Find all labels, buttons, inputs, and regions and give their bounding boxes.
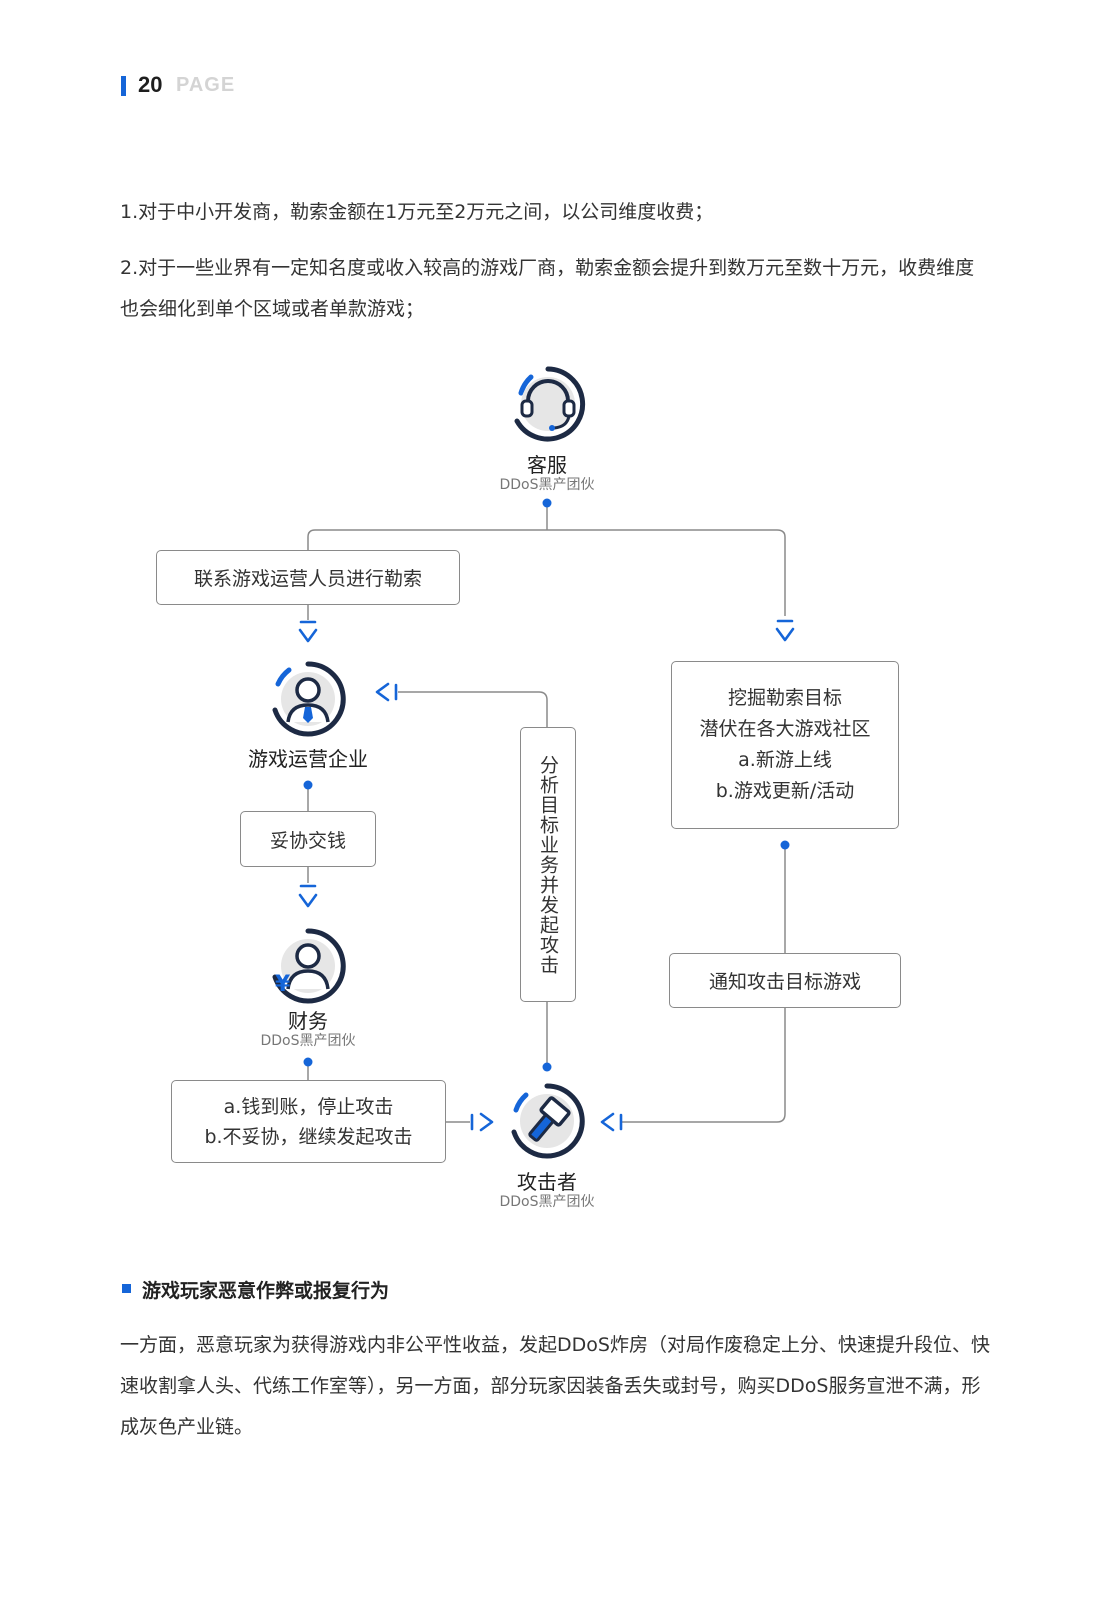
mining-line-3: a.新游上线 [738, 749, 832, 771]
paragraph-2: 2.对于一些业界有一定知名度或收入较高的游戏厂商，勒索金额会提升到数万元至数十万… [120, 257, 975, 320]
notify-target-box: 通知攻击目标游戏 [669, 953, 901, 1008]
finance-subtitle: DDoS黑产团伙 [260, 1033, 356, 1049]
finance-person-icon: ¥ [272, 928, 346, 1004]
section-paragraph: 一方面，恶意玩家为获得游戏内非公平性收益，发起DDoS炸房（对局作废稳定上分、快… [120, 1334, 990, 1438]
page-label: PAGE [176, 74, 236, 96]
businessman-icon [272, 661, 346, 737]
page-number: 20 [138, 72, 163, 97]
section-bullet [122, 1284, 131, 1293]
page-number-bar [121, 76, 126, 96]
svg-text:¥: ¥ [275, 972, 291, 997]
analyze-attack-box: 分析目标业务并发起攻击 [520, 727, 576, 1002]
mining-line-2: 潜伏在各大游戏社区 [699, 718, 871, 740]
mining-line-1: 挖掘勒索目标 [727, 687, 842, 709]
attacker-title: 攻击者 [517, 1170, 577, 1194]
mining-target-box: 挖掘勒索目标 潜伏在各大游戏社区 a.新游上线 b.游戏更新/活动 [671, 661, 899, 829]
outcome-line-1: a.钱到账，停止攻击 [223, 1095, 394, 1118]
headset-icon [514, 366, 586, 442]
hammer-icon [511, 1083, 585, 1159]
compromise-pay-box: 妥协交钱 [240, 811, 376, 867]
outcome-box: a.钱到账，停止攻击 b.不妥协，继续发起攻击 [171, 1080, 446, 1163]
mining-line-4: b.游戏更新/活动 [715, 780, 855, 802]
finance-title: 财务 [288, 1009, 328, 1033]
game-company-title: 游戏运营企业 [248, 747, 368, 771]
contact-operator-box: 联系游戏运营人员进行勒索 [156, 550, 460, 605]
section-title: 游戏玩家恶意作弊或报复行为 [142, 1280, 390, 1302]
paragraph-1: 1.对于中小开发商，勒索金额在1万元至2万元之间，以公司维度收费； [120, 201, 714, 223]
customer-service-subtitle: DDoS黑产团伙 [499, 477, 595, 493]
attacker-subtitle: DDoS黑产团伙 [499, 1194, 595, 1210]
outcome-line-2: b.不妥协，继续发起攻击 [204, 1125, 413, 1148]
customer-service-title: 客服 [527, 453, 567, 477]
